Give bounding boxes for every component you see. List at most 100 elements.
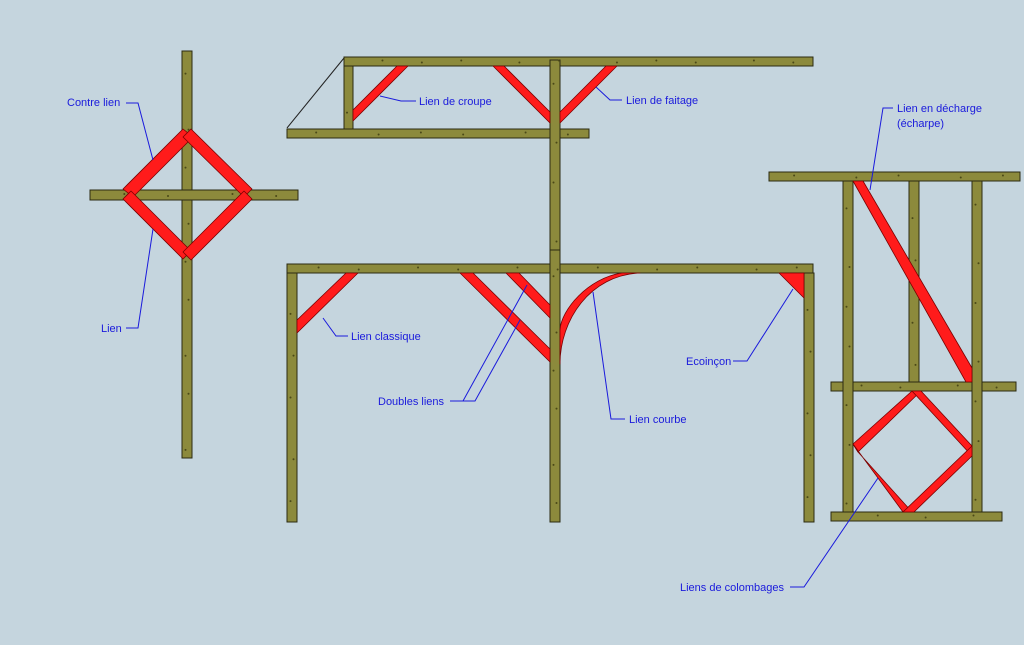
wood-knot bbox=[555, 501, 558, 504]
colombage-brace-top-right bbox=[911, 390, 973, 457]
wood-knot bbox=[555, 141, 558, 144]
wood-knot bbox=[555, 407, 558, 410]
wood-knot bbox=[914, 259, 917, 262]
wood-knot bbox=[123, 193, 126, 195]
post-left bbox=[286, 272, 298, 523]
wood-knot bbox=[167, 195, 169, 197]
wall-sill-plate bbox=[830, 511, 1003, 522]
hip-brace bbox=[352, 65, 409, 122]
wood-knot bbox=[289, 500, 292, 503]
wood-knot bbox=[184, 354, 187, 357]
wood-knot bbox=[518, 61, 521, 64]
leader-ecoincon bbox=[733, 288, 794, 362]
wood-knot bbox=[848, 345, 851, 348]
wall-middle-rail bbox=[830, 381, 1017, 392]
double-brace-inner bbox=[505, 272, 551, 319]
colombage-brace-bottom-right bbox=[902, 445, 973, 513]
wood-knot bbox=[755, 268, 758, 271]
wood-knot bbox=[977, 360, 980, 363]
label-doubles-liens: Doubles liens bbox=[378, 396, 445, 408]
wood-knot bbox=[292, 458, 295, 461]
brace-lower-left bbox=[122, 190, 192, 260]
wood-knot bbox=[899, 386, 902, 389]
wood-knot bbox=[381, 59, 384, 62]
label-lien: Lien bbox=[101, 323, 122, 335]
wood-knot bbox=[420, 61, 423, 64]
wood-knot bbox=[848, 266, 851, 269]
label-contre-lien: Contre lien bbox=[67, 97, 120, 109]
wood-knot bbox=[845, 502, 848, 505]
wood-knot bbox=[977, 440, 980, 443]
label-ecoincon: Ecoinçon bbox=[686, 356, 731, 368]
wood-knot bbox=[552, 181, 555, 184]
wood-knot bbox=[275, 195, 278, 197]
wood-knot bbox=[346, 111, 348, 114]
wood-knot bbox=[289, 396, 292, 399]
label-liens-de-colombages: Liens de colombages bbox=[680, 582, 784, 594]
wood-knot bbox=[187, 222, 190, 225]
wood-knot bbox=[231, 193, 234, 195]
wood-knot bbox=[556, 268, 559, 271]
leader-lien bbox=[126, 228, 154, 329]
wood-knot bbox=[187, 392, 190, 395]
wood-knot bbox=[655, 59, 658, 62]
tie-beam bbox=[286, 128, 590, 139]
ridge-assembly-figure bbox=[286, 56, 814, 251]
wood-knot bbox=[806, 412, 809, 415]
wood-knot bbox=[552, 369, 555, 372]
wood-knot bbox=[524, 131, 527, 134]
wood-knot bbox=[184, 448, 187, 451]
wood-knot bbox=[974, 498, 977, 501]
cross-frame-figure bbox=[89, 50, 299, 459]
wood-knot bbox=[806, 308, 809, 311]
wood-knot bbox=[995, 386, 998, 389]
classic-brace bbox=[296, 272, 359, 334]
wood-knot bbox=[696, 266, 699, 269]
label-echarpe: (écharpe) bbox=[897, 118, 944, 130]
wood-knot bbox=[845, 404, 848, 407]
double-brace-outer bbox=[459, 272, 551, 363]
wood-knot bbox=[516, 266, 519, 269]
wood-knot bbox=[974, 203, 977, 206]
wood-knot bbox=[911, 321, 914, 324]
wood-knot bbox=[457, 268, 460, 271]
corner-gusset bbox=[778, 272, 805, 299]
king-post bbox=[549, 59, 561, 251]
wood-knot bbox=[596, 266, 599, 269]
wall-stud-right bbox=[971, 180, 983, 513]
wood-knot bbox=[694, 61, 697, 64]
leader-lien-courbe bbox=[592, 291, 625, 420]
wood-knot bbox=[555, 240, 558, 243]
wood-knot bbox=[184, 72, 187, 75]
wood-knot bbox=[656, 268, 659, 271]
wall-top-plate bbox=[768, 171, 1021, 182]
wood-knot bbox=[417, 266, 420, 269]
leader-contre-lien bbox=[126, 102, 154, 161]
wood-knot bbox=[809, 350, 812, 353]
wood-knot bbox=[848, 443, 851, 446]
wood-knot bbox=[566, 133, 569, 136]
ridge-brace-right bbox=[559, 65, 618, 124]
colombage-brace-top-left bbox=[852, 390, 922, 453]
wood-knot bbox=[315, 131, 318, 134]
post-center bbox=[549, 249, 561, 523]
wood-knot bbox=[292, 354, 295, 357]
decharge-brace bbox=[852, 180, 973, 383]
wood-knot bbox=[806, 496, 809, 499]
wood-knot bbox=[972, 514, 975, 517]
wood-knot bbox=[289, 312, 292, 315]
wood-knot bbox=[357, 268, 360, 271]
wood-knot bbox=[860, 384, 863, 387]
post-right bbox=[803, 272, 815, 523]
wood-knot bbox=[460, 59, 463, 62]
portal-frame-figure bbox=[286, 249, 815, 523]
wood-knot bbox=[845, 305, 848, 308]
wood-knot bbox=[974, 400, 977, 403]
wood-knot bbox=[184, 166, 187, 169]
hip-post bbox=[343, 65, 354, 130]
leader-lien-classique bbox=[322, 317, 348, 337]
wood-knot bbox=[897, 174, 900, 177]
wood-knot bbox=[956, 384, 959, 387]
label-lien-de-faitage: Lien de faitage bbox=[626, 95, 698, 107]
